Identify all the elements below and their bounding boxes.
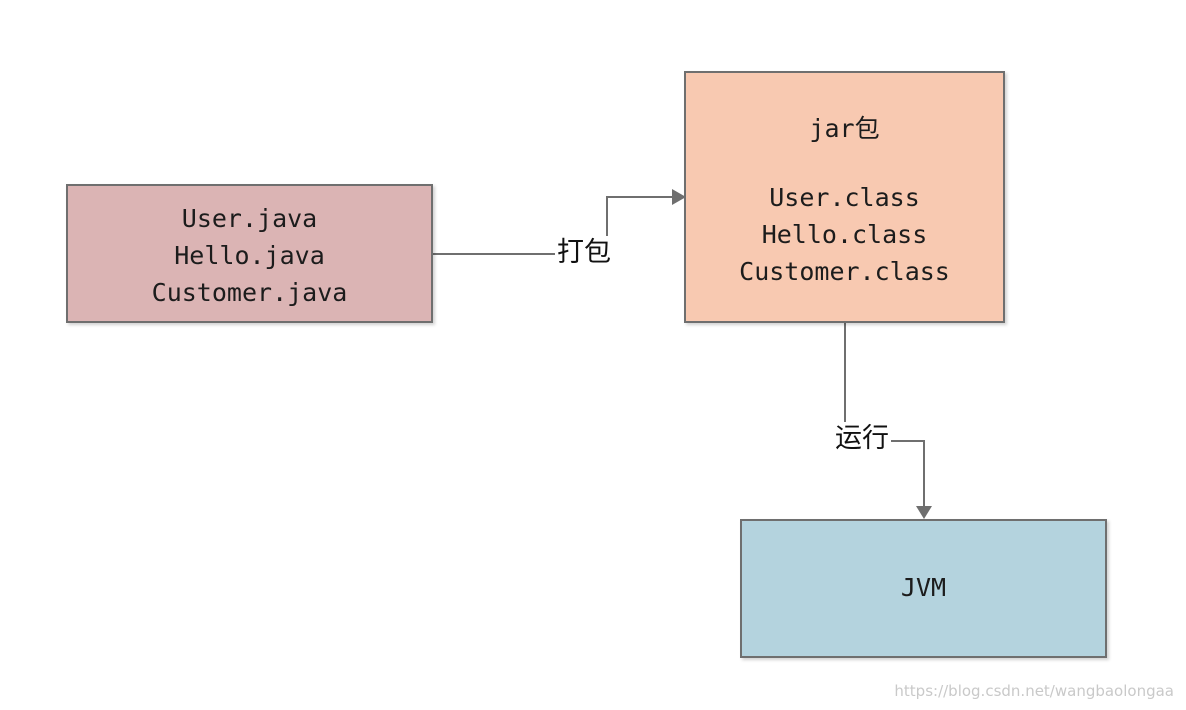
edge-run-line (844, 323, 925, 506)
jvm-label: JVM (900, 573, 947, 602)
edge-package-label: 打包 (555, 236, 613, 270)
source-file-customer: Customer.java (151, 278, 348, 307)
source-file-hello: Hello.java (174, 241, 325, 270)
watermark-url: https://blog.csdn.net/wangbaolongaa (894, 682, 1174, 700)
edge-package-line (433, 196, 672, 255)
edge-run-arrowhead (916, 506, 932, 519)
edge-run-label: 运行 (833, 422, 891, 456)
class-file-customer: Customer.class (739, 257, 950, 286)
edge-package-arrowhead (672, 189, 686, 205)
source-file-user: User.java (181, 204, 318, 233)
jvm-node: JVM (740, 519, 1107, 658)
class-file-user: User.class (769, 183, 920, 212)
jar-package-title: jar包 (809, 114, 880, 143)
class-file-hello: Hello.class (761, 220, 928, 249)
jar-package-node: jar包 User.class Hello.class Customer.cla… (684, 71, 1005, 323)
source-files-node: User.java Hello.java Customer.java (66, 184, 433, 323)
